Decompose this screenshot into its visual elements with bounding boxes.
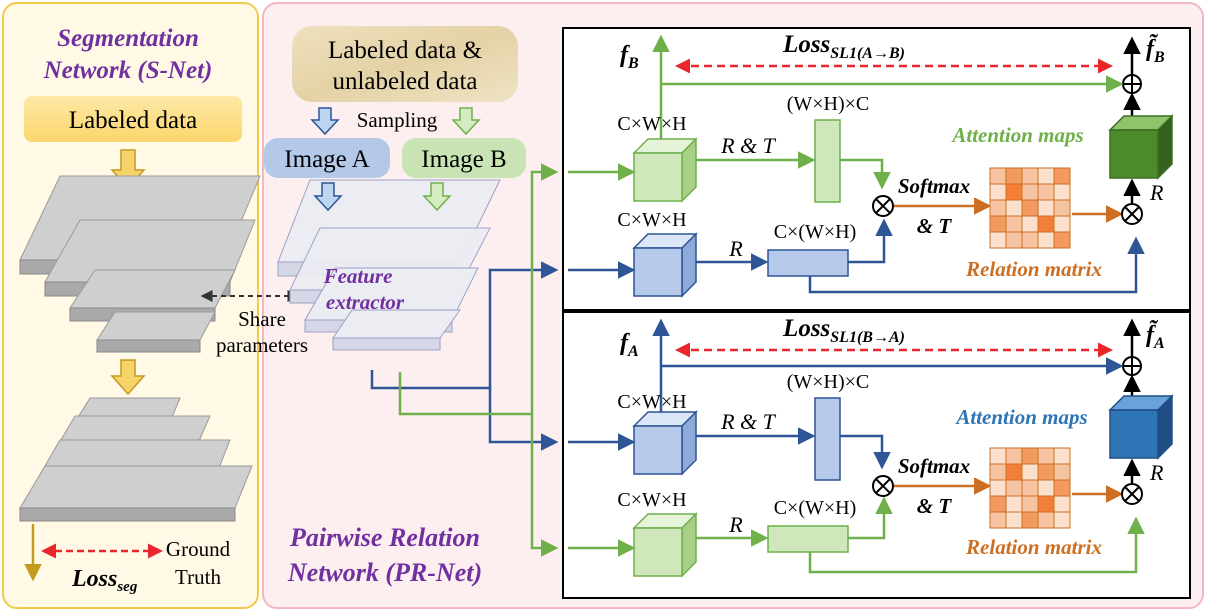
share-label-line2: parameters [216,333,308,357]
top-attention-label: Attention maps [950,123,1083,147]
snet-decoder-stack [19,397,253,522]
bottom-whc-bar [814,397,841,481]
bottom-attention-label: Attention maps [954,405,1087,429]
snet-input-label: Labeled data [69,107,197,134]
bottom-softmax-label: Softmax [898,454,970,478]
top-and-t-label: & T [917,214,953,238]
top-softmax-label: Softmax [898,174,970,198]
prnet-title-line1: Pairwise Relation [289,523,480,552]
bottom-whc-label: (W×H)×C [787,371,870,393]
top-whc-label: (W×H)×C [787,93,870,115]
sampling-arrow-a-icon [310,107,340,136]
prnet-input-line1: Labeled data & [328,37,482,64]
bottom-cube2-dim: C×W×H [617,489,686,511]
image-a-label: Image A [284,146,369,173]
image-a-down-arrow-icon [313,182,343,212]
bottom-cwh-bar [767,525,849,553]
ground-truth-line1: Ground [166,537,231,561]
snet-loss-label: Lossseg [71,566,138,595]
bottom-loss-label: LossSL1(B→A) [782,315,905,346]
prnet-input-line2: unlabeled data [332,68,477,95]
feature-extractor-line2: extractor [326,290,405,314]
image-b-down-arrow-icon [422,182,452,212]
snet-title-line1: Segmentation [57,25,199,52]
top-cwh-label: C×(W×H) [774,221,857,243]
top-rt-label: R & T [720,133,777,158]
share-label-line1: Share [238,307,286,331]
top-cube2-dim: C×W×H [617,209,686,231]
top-cube2 [632,232,698,298]
bottom-relation-matrix [989,447,1071,529]
top-r-label: R [728,236,743,261]
sampling-arrow-b-icon [451,107,481,136]
bottom-cwh-label: C×(W×H) [774,497,857,519]
bottom-rt-label: R & T [720,409,777,434]
ground-truth-line2: Truth [175,565,221,589]
bottom-and-t-label: & T [917,494,953,518]
bottom-r-right-label: R [1149,460,1164,485]
feature-extractor-line1: Feature [323,264,393,288]
top-r-right-label: R [1149,180,1164,205]
image-b-pill [402,138,526,178]
image-a-pill [264,138,390,178]
snet-title-line2: Network (S-Net) [43,57,213,84]
top-cube1 [632,137,698,203]
bottom-output-label: fA [620,330,639,360]
top-output-label: fB [620,42,639,72]
top-whc-bar [814,119,841,203]
bottom-relation-label: Relation matrix [965,535,1102,559]
image-b-label: Image B [421,146,506,173]
bottom-relation-block: fA LossSL1(B→A) f̃A C×W×H R & T (W×H)×C … [562,311,1191,599]
bottom-cube2 [632,512,698,578]
bottom-cube1-dim: C×W×H [617,391,686,413]
top-attention-cube [1108,114,1174,180]
top-loss-label: LossSL1(A→B) [782,31,905,62]
bottom-cube1 [632,410,698,476]
bottom-r-label: R [728,512,743,537]
sampling-label: Sampling [357,108,438,132]
snet-down-arrow-icon-2 [110,359,146,396]
routing-lines [370,163,559,557]
top-relation-label: Relation matrix [965,257,1102,281]
top-cube1-dim: C×W×H [617,113,686,135]
prnet-title-line2: Network (PR-Net) [287,558,482,587]
prnet-input-box [292,26,518,102]
snet-input-box [24,96,242,142]
top-relation-block: fB LossSL1(A→B) f̃B C×W×H R & T (W×H)×C … [562,27,1191,311]
snet-encoder-stack [19,175,261,353]
bottom-attention-cube [1108,394,1174,460]
top-relation-matrix [989,167,1071,249]
top-cwh-bar [767,249,849,277]
